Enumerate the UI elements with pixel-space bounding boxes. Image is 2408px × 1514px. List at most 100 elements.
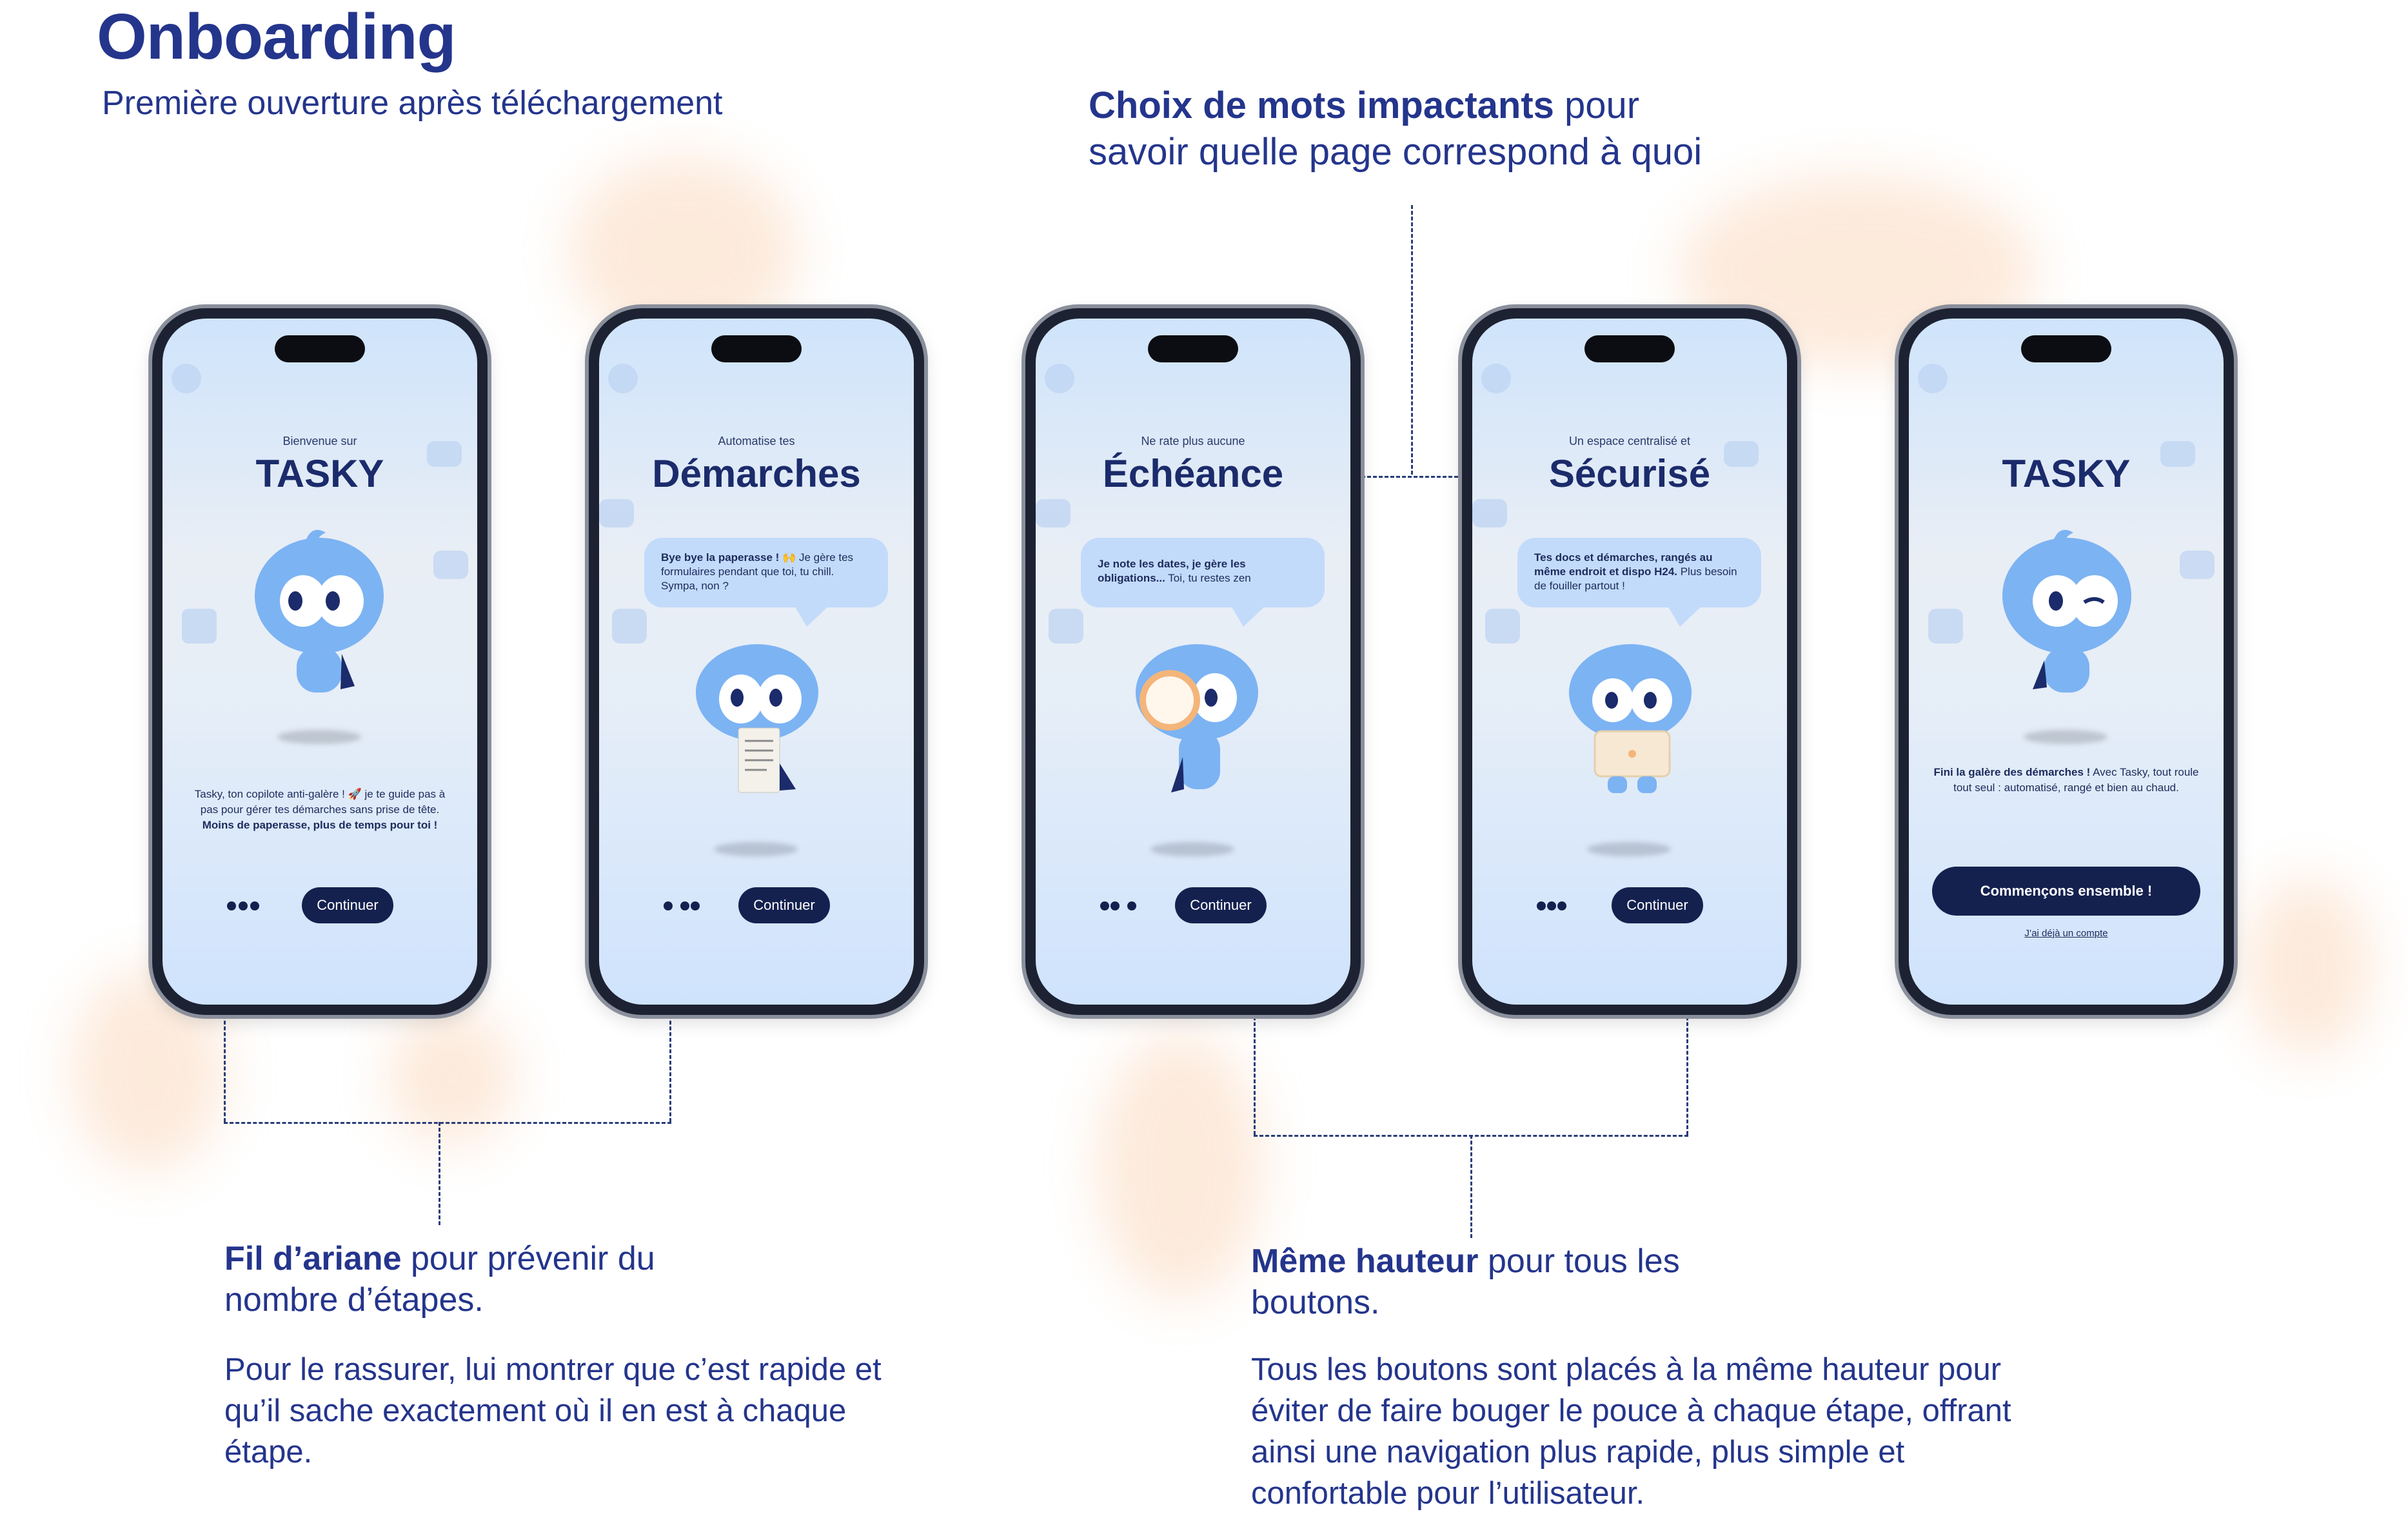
progress-dots <box>227 901 266 910</box>
continue-button[interactable]: Continuer <box>738 887 830 923</box>
page-title: Onboarding <box>97 1 457 73</box>
dynamic-island <box>711 335 802 362</box>
phone-securise: Un espace centralisé et Sécurisé Tes doc… <box>1462 308 1797 1015</box>
annotation-same-height-body: Tous les boutons sont placés à la même h… <box>1251 1349 2011 1514</box>
mascot-shadow <box>1587 842 1671 856</box>
speech-bubble: Je note les dates, je gère les obligatio… <box>1081 538 1325 627</box>
annotation-word-choice-rest: pour <box>1554 84 1640 126</box>
chat-deco-icon <box>1472 499 1507 527</box>
speech-bubble-bold: Je note les dates, je gère les obligatio… <box>1098 558 1246 584</box>
phone-deco-icon <box>1045 364 1074 393</box>
annotation-breadcrumb-body-line: Pour le rassurer, lui montrer que c’est … <box>224 1352 882 1387</box>
mascot-shadow <box>2024 730 2107 744</box>
annotation-same-height-rest: pour tous les <box>1478 1243 1680 1280</box>
annotation-breadcrumb-body-line: qu’il sache exactement où il en est à ch… <box>224 1393 847 1428</box>
screen-description-plain: Avec Tasky, tout roule tout seul : autom… <box>1953 766 2199 794</box>
annotation-word-choice: Choix de mots impactants pour savoir que… <box>1089 83 1702 175</box>
continue-button[interactable]: Continuer <box>302 887 393 923</box>
pencil-deco-icon <box>1485 609 1520 644</box>
start-together-button[interactable]: Commençons ensemble ! <box>1932 867 2200 916</box>
dynamic-island <box>2021 335 2111 362</box>
speech-bubble-plain: Toi, tu restes zen <box>1165 572 1251 584</box>
annotation-word-choice-line2: savoir quelle page correspond à quoi <box>1089 131 1702 173</box>
annotation-breadcrumb-rest: pour prévenir du <box>401 1240 655 1277</box>
mascot-shadow <box>277 730 361 744</box>
mascot-with-laptop-icon <box>1569 644 1692 793</box>
screen-description: Tasky, ton copilote anti-galère ! 🚀 je t… <box>186 787 454 833</box>
ticket-deco-icon <box>427 441 462 467</box>
pencil-deco-icon <box>1049 609 1083 644</box>
phone-deco-icon <box>1481 364 1511 393</box>
mascot-shadow <box>714 842 798 856</box>
dynamic-island <box>275 335 365 362</box>
phone-welcome: Bienvenue sur TASKY Tasky, ton copilote … <box>152 308 488 1015</box>
annotation-breadcrumb-bold: Fil d’ariane <box>224 1240 402 1277</box>
existing-account-link[interactable]: J’ai déjà un compte <box>2024 928 2108 939</box>
phone-start: TASKY Fini la galère des démarches ! Ave… <box>1899 308 2234 1015</box>
screen-title: TASKY <box>2002 452 2131 495</box>
phone-demarches: Automatise tes Démarches Bye bye la pape… <box>589 308 924 1015</box>
progress-dots <box>664 901 702 910</box>
mascot-with-magnifier-icon <box>1136 644 1258 792</box>
annotation-breadcrumb-body: Pour le rassurer, lui montrer que c’est … <box>224 1349 882 1473</box>
speech-bubble-bold: Bye bye la paperasse ! 🙌 <box>661 551 796 564</box>
screen-title: Sécurisé <box>1548 452 1711 495</box>
speech-bubble-bold: Tes docs et démarches, rangés au même en… <box>1534 551 1713 578</box>
screen-kicker: Un espace centralisé et <box>1568 435 1691 447</box>
annotation-same-height: Même hauteur pour tous les boutons. <box>1251 1241 1680 1323</box>
annotation-word-choice-bold: Choix de mots impactants <box>1089 84 1554 126</box>
mascot-icon <box>255 529 384 693</box>
speech-bubble: Bye bye la paperasse ! 🙌 Je gère tes for… <box>644 538 888 627</box>
annotation-same-height-body-line: éviter de faire bouger le pouce à chaque… <box>1251 1393 2011 1428</box>
pencil-deco-icon <box>182 609 217 644</box>
screen-echeance: Ne rate plus aucune Échéance Je note les… <box>1036 319 1350 1005</box>
annotation-same-height-body-line: confortable pour l’utilisateur. <box>1251 1476 1645 1511</box>
screen-demarches: Automatise tes Démarches Bye bye la pape… <box>599 319 914 1005</box>
chat-deco-icon <box>2180 551 2215 579</box>
speech-bubble-plain: Je gère tes formulaires pendant que toi,… <box>661 551 854 592</box>
annotation-breadcrumb-line2: nombre d’étapes. <box>224 1281 484 1319</box>
screen-description: Fini la galère des démarches ! Avec Task… <box>1932 765 2200 796</box>
screen-title: Échéance <box>1102 452 1284 495</box>
phone-echeance: Ne rate plus aucune Échéance Je note les… <box>1025 308 1361 1015</box>
screen-start: TASKY Fini la galère des démarches ! Ave… <box>1909 319 2224 1005</box>
page-subtitle: Première ouverture après téléchargement <box>102 84 723 122</box>
annotation-breadcrumb: Fil d’ariane pour prévenir du nombre d’é… <box>224 1238 655 1321</box>
mascot-winking-icon <box>2002 529 2131 693</box>
phone-deco-icon <box>172 364 201 393</box>
annotation-same-height-body-line: Tous les boutons sont placés à la même h… <box>1251 1352 2002 1387</box>
screen-title: TASKY <box>255 452 384 495</box>
ticket-deco-icon <box>1724 441 1759 467</box>
continue-button[interactable]: Continuer <box>1612 887 1703 923</box>
pencil-deco-icon <box>612 609 647 644</box>
mascot-with-document-icon <box>696 644 818 793</box>
annotation-breadcrumb-body-line: étape. <box>224 1435 313 1470</box>
chat-deco-icon <box>433 551 468 579</box>
screen-kicker: Automatise tes <box>718 435 795 447</box>
chat-deco-icon <box>1036 499 1071 527</box>
speech-bubble: Tes docs et démarches, rangés au même en… <box>1517 538 1761 627</box>
annotation-same-height-body-line: ainsi une navigation plus rapide, plus s… <box>1251 1435 1905 1470</box>
phone-deco-icon <box>608 364 638 393</box>
ticket-deco-icon <box>2160 441 2195 467</box>
dynamic-island <box>1148 335 1238 362</box>
screen-description-plain: Tasky, ton copilote anti-galère ! 🚀 je t… <box>194 788 446 816</box>
mascot-shadow <box>1150 842 1234 856</box>
screen-description-bold: Moins de paperasse, plus de temps pour t… <box>202 819 438 831</box>
speech-bubble-plain: Plus besoin de fouiller partout ! <box>1534 565 1737 592</box>
progress-dots <box>1100 901 1139 910</box>
screen-kicker: Ne rate plus aucune <box>1141 435 1245 447</box>
chat-deco-icon <box>599 499 634 527</box>
pencil-deco-icon <box>1928 609 1963 644</box>
annotation-same-height-line2: boutons. <box>1251 1284 1380 1321</box>
screen-description-bold: Fini la galère des démarches ! <box>1933 766 2091 778</box>
phone-deco-icon <box>1918 364 1948 393</box>
dynamic-island <box>1584 335 1675 362</box>
screen-kicker: Bienvenue sur <box>282 435 357 447</box>
screen-securise: Un espace centralisé et Sécurisé Tes doc… <box>1472 319 1787 1005</box>
progress-dots <box>1537 901 1575 910</box>
annotation-same-height-bold: Même hauteur <box>1251 1243 1479 1280</box>
screen-title: Démarches <box>652 452 861 495</box>
screen-welcome: Bienvenue sur TASKY Tasky, ton copilote … <box>163 319 477 1005</box>
continue-button[interactable]: Continuer <box>1175 887 1267 923</box>
